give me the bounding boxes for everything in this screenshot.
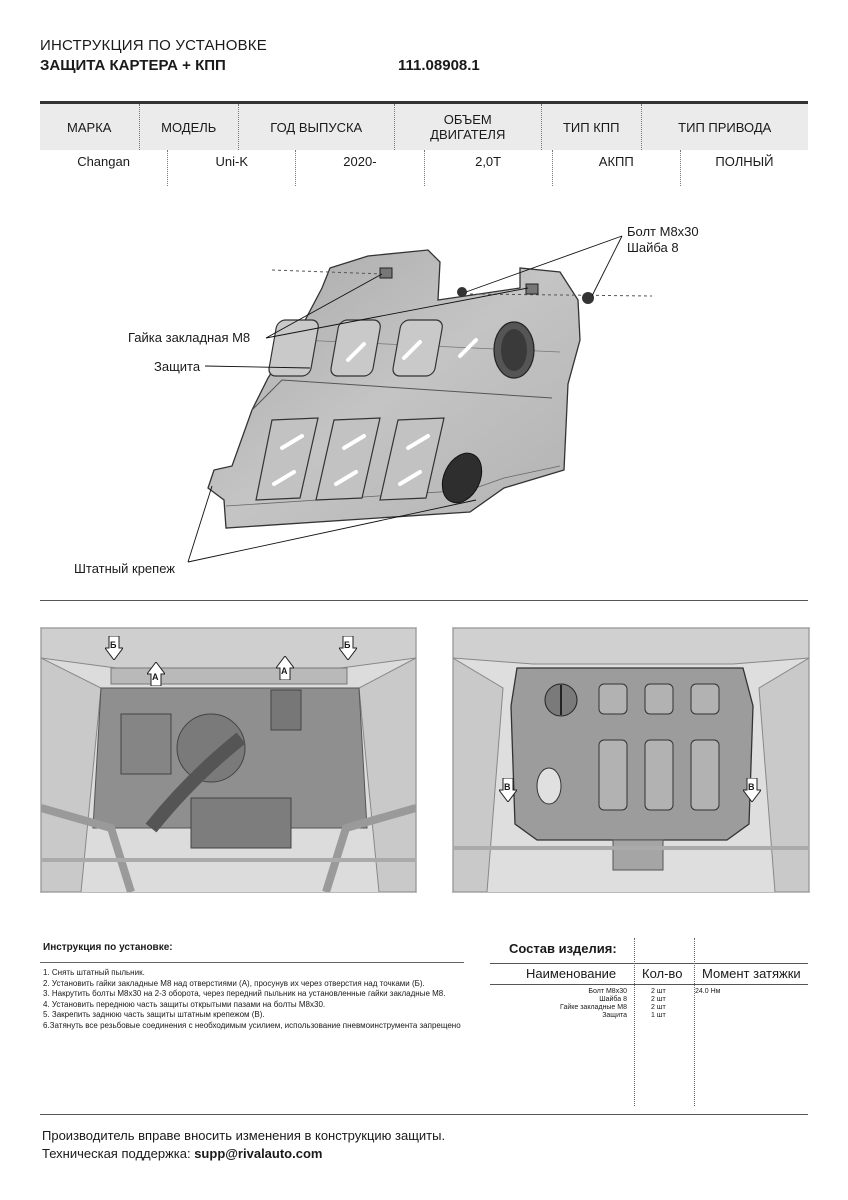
spec-header-cell: МАРКА (40, 104, 140, 150)
support-email-link[interactable]: supp@rivalauto.com (194, 1146, 323, 1161)
drain-cover-inner (501, 329, 527, 371)
footer-divider (40, 1114, 808, 1115)
instruction-step: 3. Накрутить болты М8х30 на 2-3 оборота,… (43, 989, 446, 998)
product-name: ЗАЩИТА КАРТЕРА + КПП (40, 57, 226, 74)
composition-divider (490, 963, 808, 964)
shield-diagram: Болт М8х30 Шайба 8 Гайка закладная М8 За… (74, 224, 699, 576)
shield-bend-line (251, 379, 553, 411)
marker-v-left: В (498, 777, 518, 803)
col-qty-header: Кол-во (642, 966, 683, 981)
instructions-title: Инструкция по установке: (43, 942, 173, 953)
vent-bars (346, 338, 478, 362)
section-divider (40, 600, 808, 601)
spec-value-cell: Changan (40, 150, 169, 186)
spec-value-cell: ПОЛНЫЙ (715, 154, 774, 169)
vent-slot (255, 417, 319, 501)
embedded-nut (379, 267, 393, 279)
instruction-step: 6.Затянуть все резьбовые соединения с не… (43, 1020, 461, 1030)
marker-a-left: А (146, 661, 166, 687)
photo-after-install: В В (452, 627, 810, 893)
instruction-step: 1. Снять штатный пыльник. (43, 968, 145, 977)
marker-v-right: В (742, 777, 762, 803)
footer-disclaimer: Производитель вправе вносить изменения в… (42, 1128, 446, 1143)
photo-before-install: Б Б А А (40, 627, 417, 893)
composition-row: Защита 1 шт (602, 1012, 666, 1019)
embedded-nut (525, 283, 539, 295)
spec-header-cell: ОБЪЕМ ДВИГАТЕЛЯ (395, 104, 542, 150)
composition-row: Гайке закладные М8 2 шт (560, 1004, 666, 1011)
spec-table: МАРКА МОДЕЛЬ ГОД ВЫПУСКА ОБЪЕМ ДВИГАТЕЛЯ… (40, 101, 808, 186)
spec-table-header: МАРКА МОДЕЛЬ ГОД ВЫПУСКА ОБЪЕМ ДВИГАТЕЛЯ… (40, 104, 808, 150)
instruction-step: 5. Закрепить заднюю часть защиты штатным… (43, 1010, 265, 1019)
spec-value-cell: 2,0T (425, 150, 553, 186)
spec-table-row: Changan Uni-K 2020- 2,0T АКПП ПОЛНЫЙ (40, 150, 808, 186)
spec-value-cell: Uni-K (168, 150, 297, 186)
composition-divider (490, 984, 808, 985)
spec-header-cell: МОДЕЛЬ (140, 104, 239, 150)
marker-b-left: Б (104, 635, 124, 661)
bolt-assembly (271, 267, 653, 304)
col-torque-header: Момент затяжки (702, 966, 801, 981)
label-nut: Гайка закладная М8 (128, 330, 250, 345)
spec-header-cell: ТИП КПП (542, 104, 642, 150)
spec-header-cell: ТИП ПРИВОДА (678, 119, 772, 135)
vent-slot (392, 319, 443, 377)
spec-value-cell: АКПП (553, 150, 681, 186)
photo-after-drawing (453, 628, 809, 892)
col-name-header: Наименование (526, 966, 617, 981)
oval-hole (441, 452, 483, 504)
footer-support: Техническая поддержка: supp@rivalauto.co… (42, 1146, 322, 1161)
label-shield: Защита (154, 359, 201, 374)
doc-title: ИНСТРУКЦИЯ ПО УСТАНОВКЕ (40, 37, 267, 54)
vent-bars (272, 434, 430, 486)
composition-row: Шайба 8 2 шт (599, 996, 666, 1003)
label-bolt: Болт М8х30 (627, 224, 699, 239)
bolt-head (457, 287, 467, 297)
bolt-head (582, 292, 594, 304)
vent-slot (315, 417, 381, 501)
vent-slot (379, 417, 445, 501)
composition-title: Состав изделия: (509, 941, 617, 956)
column-separator (694, 938, 695, 1106)
upper-vents (268, 319, 443, 377)
composition-row: Болт М8х30 2 шт 24.0 Нм (588, 988, 721, 995)
marker-a-right: А (275, 655, 295, 681)
instructions-divider (40, 962, 464, 963)
lower-vents (255, 417, 445, 501)
spec-value-cell: 2020- (296, 150, 425, 186)
label-washer: Шайба 8 (627, 240, 679, 255)
callout-lines (187, 235, 623, 563)
support-label: Техническая поддержка: (42, 1146, 195, 1161)
spec-header-cell: ГОД ВЫПУСКА (239, 104, 395, 150)
instruction-step: 2. Установить гайки закладные М8 над отв… (43, 978, 425, 988)
product-code: 111.08908.1 (398, 57, 480, 74)
label-fastener: Штатный крепеж (74, 561, 175, 576)
marker-b-right: Б (338, 635, 358, 661)
composition-items: Болт М8х30 2 шт 24.0 Нм Шайба 8 2 шт Гай… (490, 988, 806, 1020)
instructions-list: 1. Снять штатный пыльник. 2. Установить … (43, 968, 463, 1031)
instruction-step: 4. Установить переднюю часть защиты откр… (43, 999, 326, 1009)
column-separator (634, 938, 635, 1106)
photo-before-drawing (41, 628, 416, 892)
